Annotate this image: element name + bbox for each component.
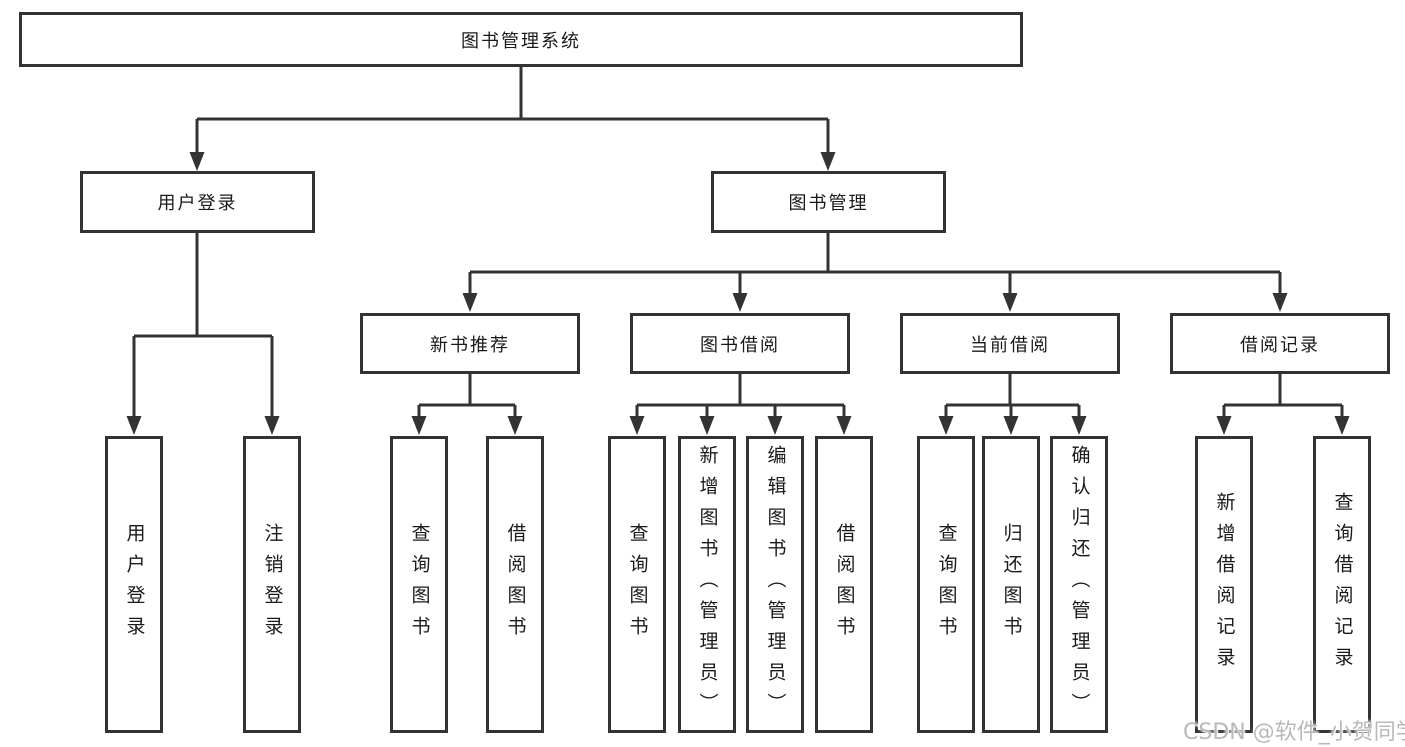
connector-borrow-record-children — [1216, 374, 1350, 435]
node-current-borrow: 当前借阅 — [900, 313, 1120, 374]
node-label: 用户登录 — [123, 522, 146, 647]
node-label: 图书管理系统 — [461, 30, 581, 52]
arrow-down-icon — [629, 416, 852, 435]
leaf-add-borrow-record: 新增借阅记录 — [1195, 436, 1253, 733]
node-label: 当前借阅 — [970, 334, 1050, 356]
node-label: 查询借阅记录 — [1331, 491, 1354, 678]
leaf-borrow-books: 借阅图书 — [486, 436, 544, 733]
leaf-borrow-books-2: 借阅图书 — [815, 436, 873, 733]
node-label: 图书管理 — [788, 193, 869, 214]
node-label: 用户登录 — [157, 193, 238, 214]
leaf-query-books-2: 查询图书 — [608, 436, 666, 733]
connector-user-login-children — [126, 233, 280, 435]
node-label: 查询图书 — [626, 522, 649, 647]
node-label: 借阅记录 — [1240, 334, 1320, 356]
leaf-return-books: 归还图书 — [982, 436, 1040, 733]
connector-new-book-children — [411, 374, 523, 435]
leaf-logout: 注销登录 — [243, 436, 301, 733]
node-label: 图书借阅 — [700, 334, 780, 356]
node-label: 新增借阅记录 — [1213, 491, 1236, 678]
node-label: 新书推荐 — [430, 334, 510, 356]
node-user-login: 用户登录 — [80, 171, 315, 233]
node-book-borrow: 图书借阅 — [630, 313, 850, 374]
leaf-user-login: 用户登录 — [105, 436, 163, 733]
node-borrow-records: 借阅记录 — [1170, 313, 1390, 374]
csdn-watermark: CSDN @软件_小贺同学 — [1183, 720, 1405, 745]
connector-current-borrow-children — [938, 374, 1087, 435]
node-new-book-recommend: 新书推荐 — [360, 313, 580, 374]
leaf-query-books-3: 查询图书 — [917, 436, 975, 733]
leaf-add-books-admin: 新增图书（管理员） — [678, 436, 736, 733]
arrow-down-icon — [126, 416, 280, 435]
node-label: 确认归还（管理员） — [1068, 445, 1091, 724]
node-root-system: 图书管理系统 — [19, 12, 1023, 67]
connector-root-to-level1 — [189, 67, 836, 171]
leaf-query-borrow-record: 查询借阅记录 — [1313, 436, 1371, 733]
arrow-down-icon — [1216, 416, 1350, 435]
arrow-down-icon — [189, 152, 836, 171]
node-book-management: 图书管理 — [711, 171, 946, 233]
node-label: 借阅图书 — [504, 522, 527, 647]
connector-book-borrow-children — [629, 374, 852, 435]
arrow-down-icon — [938, 416, 1087, 435]
node-label: 新增图书（管理员） — [696, 445, 719, 724]
leaf-edit-books-admin: 编辑图书（管理员） — [746, 436, 804, 733]
node-label: 查询图书 — [408, 522, 431, 647]
leaf-query-books: 查询图书 — [390, 436, 448, 733]
arrow-down-icon — [411, 416, 523, 435]
arrow-down-icon — [462, 293, 1288, 312]
node-label: 借阅图书 — [833, 522, 856, 647]
node-label: 编辑图书（管理员） — [764, 445, 787, 724]
leaf-confirm-return-admin: 确认归还（管理员） — [1050, 436, 1108, 733]
connector-book-management-children — [462, 233, 1288, 312]
node-label: 查询图书 — [935, 522, 958, 647]
node-label: 归还图书 — [1000, 522, 1023, 647]
node-label: 注销登录 — [261, 522, 284, 647]
